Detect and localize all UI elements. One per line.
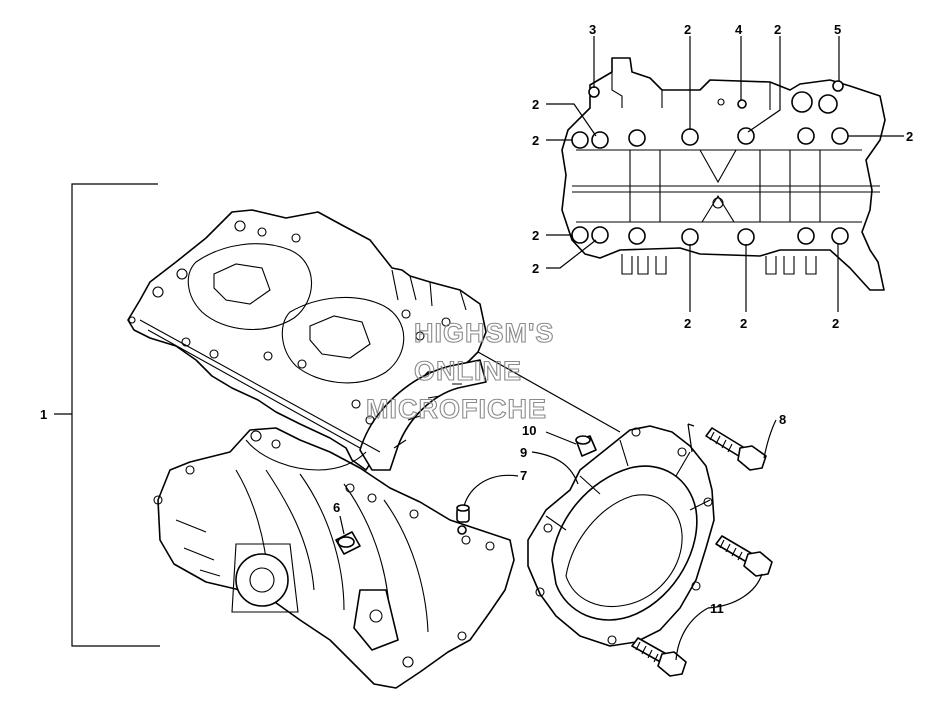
lower-crankcase-half [153, 427, 515, 689]
callout-labels: 1 2 2 2 2 2 2 2 2 2 2 3 4 5 6 7 8 9 10 1… [40, 22, 913, 616]
callout-2-left-upper: 2 [532, 97, 539, 112]
callout-2-top-center: 2 [684, 22, 691, 37]
callout-1: 1 [40, 407, 47, 422]
watermark-line-1: HIGHSM'S [414, 318, 554, 348]
callout-2-top-right: 2 [774, 22, 781, 37]
bolt-11-upper [715, 535, 773, 577]
crankcase-top-view [561, 57, 886, 291]
callout-9: 9 [520, 445, 527, 460]
callout-11: 11 [710, 601, 724, 616]
callout-2-bottom-3: 2 [832, 316, 839, 331]
callout-2-left-mid: 2 [532, 133, 539, 148]
bolt-8 [705, 427, 767, 471]
callout-4: 4 [735, 22, 743, 37]
callout-2-left-lower: 2 [532, 228, 539, 243]
callout-7: 7 [520, 468, 527, 483]
callout-3: 3 [589, 22, 596, 37]
bolt-11-lower [631, 637, 687, 677]
watermark-line-2: ONLINE [414, 356, 522, 386]
callout-10: 10 [522, 423, 536, 438]
drive-housing-9 [527, 425, 715, 647]
watermark-line-3: MICROFICHE [366, 394, 547, 424]
callout-8: 8 [779, 412, 786, 427]
watermark: HIGHSM'S ONLINE MICROFICHE [365, 317, 554, 424]
upper-crankcase-half [127, 209, 487, 471]
callout-2-bottom-2: 2 [740, 316, 747, 331]
callout-2-right: 2 [906, 129, 913, 144]
callout-6: 6 [333, 500, 340, 515]
callout-5: 5 [834, 22, 841, 37]
callout-2-bottom-1: 2 [684, 316, 691, 331]
bushing-10 [575, 435, 597, 457]
leader-lines [54, 36, 904, 661]
dowel-pin-7 [456, 504, 470, 535]
callout-2-left-bottom: 2 [532, 261, 539, 276]
